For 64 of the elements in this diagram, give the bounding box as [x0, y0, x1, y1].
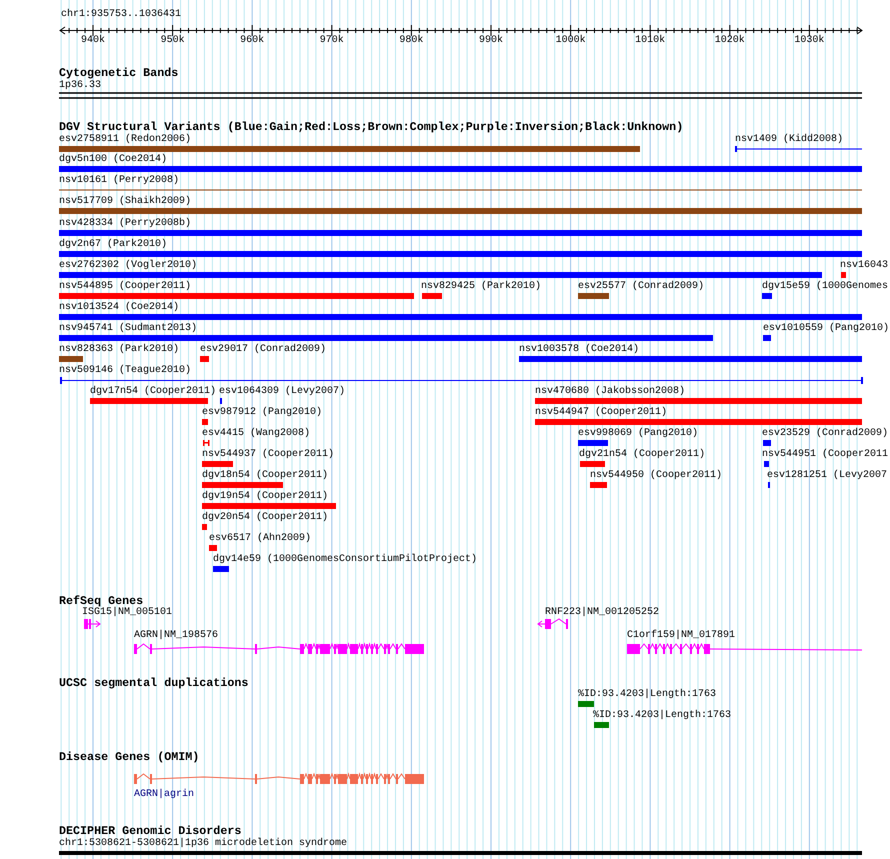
feature-label: nsv509146 (Teague2010): [59, 365, 192, 377]
feature-label: esv2758911 (Redon2006): [59, 134, 192, 146]
feature-label: dgv19n54 (Cooper2011): [202, 491, 328, 503]
tick-label: 980k: [399, 35, 424, 47]
track-title: RefSeq Genes: [59, 595, 144, 607]
feature-label: AGRN|NM_198576: [134, 630, 218, 642]
feature-label: dgv15e59 (1000Genomes: [762, 281, 888, 293]
tick-label: 960k: [240, 35, 264, 47]
feature-label: esv987912 (Pang2010): [202, 407, 322, 419]
tick-label: 940k: [81, 35, 105, 47]
feature-label: nsv1013524 (Coe2014): [59, 302, 180, 314]
feature-label: dgv14e59 (1000GenomesConsortiumPilotProject): [213, 554, 478, 566]
feature-label: esv29017 (Conrad2009): [200, 344, 326, 356]
feature-label: esv998069 (Pang2010): [578, 428, 698, 440]
tick-label: 1000k: [556, 35, 586, 47]
feature-label: nsv544950 (Cooper2011): [590, 470, 722, 482]
feature-label: nsv828363 (Park2010): [59, 344, 180, 356]
feature-label: dgv18n54 (Cooper2011): [202, 470, 328, 482]
feature-label: nsv1003578 (Coe2014): [519, 344, 640, 356]
feature-label: ISG15|NM_005101: [82, 607, 172, 619]
feature-label: esv1010559 (Pang2010): [763, 323, 890, 335]
feature-label: nsv945741 (Sudmant2013): [59, 323, 198, 335]
feature-label: chr1:935753..1036431: [61, 9, 182, 21]
feature-label: nsv544947 (Cooper2011): [535, 407, 668, 419]
tick-label: 990k: [479, 35, 503, 47]
feature-label: nsv16043: [840, 260, 888, 272]
feature-label: AGRN|agrin: [134, 789, 194, 801]
track-title: Disease Genes (OMIM): [59, 751, 200, 763]
feature-label: chr1:5308621-5308621|1p36 microdeletion syndrome: [59, 838, 348, 850]
feature-label: nsv470680 (Jakobsson2008): [535, 386, 686, 398]
feature-label: esv6517 (Ahn2009): [209, 533, 312, 545]
feature-label: esv1064309 (Levy2007): [219, 386, 346, 398]
feature-label: esv25577 (Conrad2009): [578, 281, 704, 293]
feature-label: %ID:93.4203|Length:1763: [578, 689, 716, 701]
track-title: DECIPHER Genomic Disorders: [59, 825, 242, 837]
feature-label: dgv17n54 (Cooper2011): [90, 386, 216, 398]
feature-label: nsv10161 (Perry2008): [59, 175, 180, 187]
feature-label: nsv544937 (Cooper2011): [202, 449, 334, 461]
feature-label: nsv544895 (Cooper2011): [59, 281, 192, 293]
feature-label: %ID:93.4203|Length:1763: [593, 710, 732, 722]
track-title: Cytogenetic Bands: [59, 67, 178, 79]
feature-label: dgv2n67 (Park2010): [59, 239, 168, 251]
feature-label: dgv21n54 (Cooper2011): [579, 449, 706, 461]
feature-label: RNF223|NM_001205252: [545, 607, 660, 619]
tick-label: 1020k: [714, 35, 745, 47]
feature-label: dgv20n54 (Cooper2011): [202, 512, 328, 524]
tick-label: 1030k: [794, 35, 824, 47]
tick-label: 1010k: [635, 35, 666, 47]
feature-label: C1orf159|NM_017891: [627, 630, 736, 642]
feature-label: nsv829425 (Park2010): [421, 281, 542, 293]
feature-label: nsv544951 (Cooper2011: [762, 449, 888, 461]
feature-label: dgv5n100 (Coe2014): [59, 154, 168, 166]
feature-label: esv1281251 (Levy2007: [767, 470, 888, 482]
tick-label: 950k: [160, 35, 185, 47]
feature-label: esv2762302 (Vogler2010): [59, 260, 198, 272]
feature-label: nsv1409 (Kidd2008): [735, 134, 844, 146]
feature-label: nsv517709 (Shaikh2009): [59, 196, 192, 208]
feature-label: 1p36.33: [59, 80, 102, 92]
track-title: DGV Structural Variants (Blue:Gain;Red:Loss;Brown:Complex;Purple:Inversion;Black:Unknown): [59, 121, 684, 133]
feature-label: nsv428334 (Perry2008b): [59, 218, 192, 230]
track-title: UCSC segmental duplications: [59, 677, 248, 689]
tick-label: 970k: [320, 35, 344, 47]
feature-label: esv23529 (Conrad2009): [762, 428, 888, 440]
feature-label: esv4415 (Wang2008): [202, 428, 310, 440]
